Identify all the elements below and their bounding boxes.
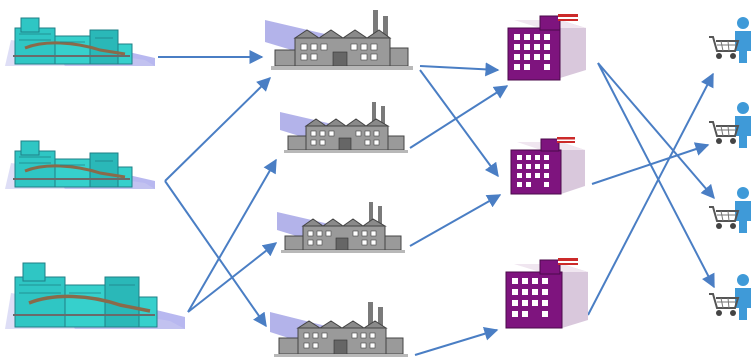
customer-cart-icon — [709, 187, 751, 233]
customer-cart-icon — [709, 102, 751, 148]
customer-cart-icon — [709, 17, 751, 63]
arrow-s2-f4 — [164, 180, 267, 328]
arrow-d1-c3 — [597, 62, 715, 200]
supplier-plant-icon — [5, 140, 155, 189]
arrow-f1-d2 — [419, 69, 499, 178]
warehouse-building-icon — [507, 14, 586, 81]
arrow-f4-d3 — [414, 326, 499, 356]
arrow-s2-f1 — [164, 77, 271, 182]
arrow-d2-c2 — [591, 142, 710, 185]
warehouse-building-icon — [510, 137, 585, 195]
factory-icon — [265, 10, 413, 70]
supplier-plant-icon — [5, 17, 155, 66]
arrow-f2-d1 — [409, 85, 509, 149]
arrow-f1-d1 — [419, 62, 500, 77]
arrow-s3-f3 — [187, 242, 278, 313]
customer-cart-icon — [709, 274, 751, 320]
arrow-f3-d2 — [409, 194, 502, 247]
factory-icon — [280, 102, 408, 153]
factory-icon — [270, 302, 408, 357]
supplier-plant-icon — [5, 262, 185, 329]
arrow-d1-c4 — [597, 62, 715, 289]
arrow-d3-c1 — [587, 72, 714, 316]
warehouse-building-icon — [505, 258, 588, 329]
arrow-s3-f2 — [187, 158, 277, 313]
factory-icon — [277, 202, 405, 253]
